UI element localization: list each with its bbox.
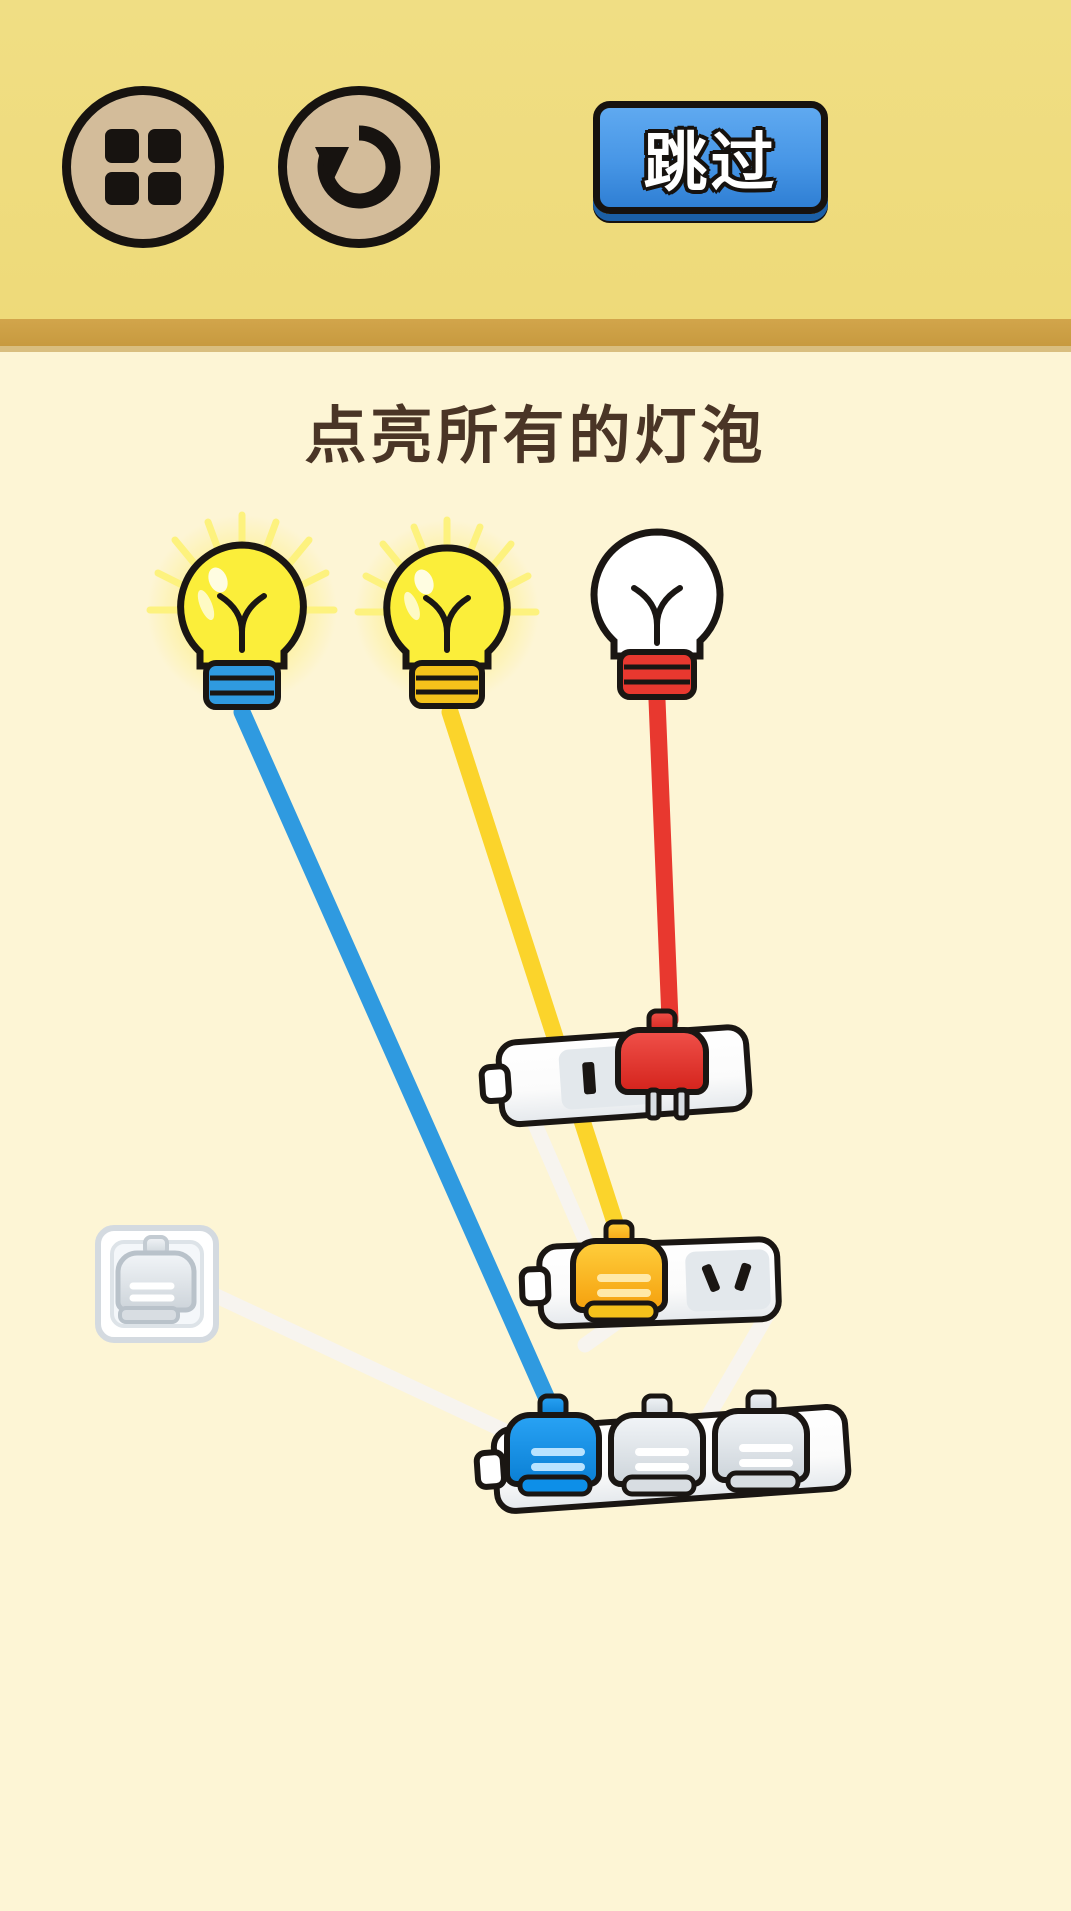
bulb-1-base — [203, 660, 281, 710]
cable-red[interactable] — [648, 691, 679, 1029]
bulb-1[interactable] — [146, 511, 338, 710]
power-strip-bottom-plug-grey-1[interactable] — [608, 1393, 706, 1497]
bulb-2-base — [409, 660, 485, 709]
bulb-2-filament — [423, 595, 471, 653]
skip-button-label: 跳过 — [643, 126, 778, 199]
power-strip-middle-switch[interactable] — [518, 1266, 552, 1307]
power-strip-bottom-switch[interactable] — [473, 1449, 507, 1490]
restart-button[interactable] — [278, 86, 440, 248]
bulb-1-filament — [217, 593, 267, 653]
bulb-3-base — [617, 649, 697, 700]
cable-white-middle-to-bottom[interactable] — [692, 1302, 778, 1438]
power-strip-bottom-plug-grey-2[interactable] — [712, 1389, 810, 1493]
grid-icon — [105, 129, 181, 205]
bulb-1-rays — [146, 511, 338, 614]
power-strip-bottom-plug-blue[interactable] — [504, 1393, 602, 1497]
power-strip-middle-socket-1[interactable] — [685, 1249, 771, 1312]
wall-outlet-plug[interactable] — [115, 1235, 197, 1324]
header-divider-stripe — [0, 319, 1071, 346]
bulb-3[interactable] — [590, 528, 724, 700]
power-strip-top-switch[interactable] — [478, 1063, 512, 1105]
restart-arrow-icon — [315, 125, 401, 209]
menu-button[interactable] — [62, 86, 224, 248]
wall-outlet-left[interactable] — [95, 1225, 219, 1343]
power-strip-middle-plug-yellow[interactable] — [570, 1219, 668, 1323]
cable-blue[interactable] — [233, 703, 561, 1419]
cable-yellow[interactable] — [441, 703, 627, 1241]
bulb-2-rays — [354, 516, 540, 616]
page-title: 点亮所有的灯泡 — [304, 402, 767, 471]
cable-white-wall-to-bottom[interactable] — [200, 1284, 528, 1446]
power-strip-top-plug-red[interactable] — [615, 1008, 709, 1121]
bulb-3-filament — [631, 585, 683, 646]
header-divider-shadow — [0, 346, 1071, 352]
bulb-2[interactable] — [354, 516, 540, 709]
skip-button[interactable]: 跳过 — [593, 101, 828, 214]
